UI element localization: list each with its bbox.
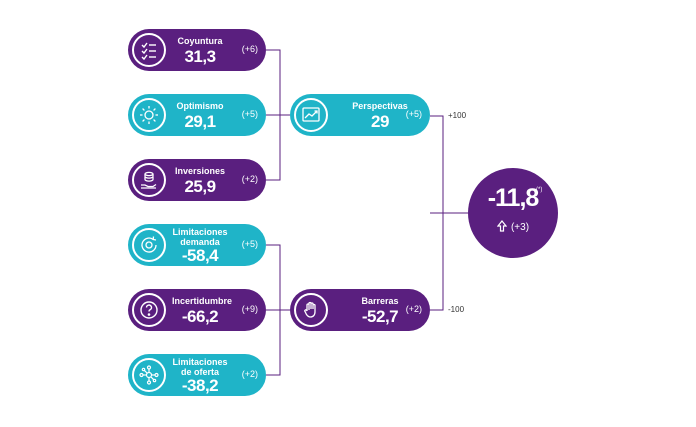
indicator-value: -38,2 — [181, 376, 219, 395]
indicator-title: Incertidumbre — [172, 296, 233, 306]
network-icon — [132, 358, 166, 392]
indicator-title: Limitaciones de oferta — [172, 357, 228, 377]
coins-hand-icon — [132, 163, 166, 197]
indicator-limitaciones-demanda: Limitaciones demanda -58,4 (+5) — [128, 224, 266, 266]
trend-up-icon — [294, 98, 328, 132]
total-delta: (+3) — [510, 222, 530, 233]
indicator-delta: (+6) — [241, 44, 258, 54]
total-delta-row: (+3) — [468, 220, 558, 233]
indicator-title: Limitaciones demanda — [172, 227, 228, 247]
indicator-title: Optimismo — [176, 101, 224, 111]
group-title: Barreras — [361, 296, 399, 306]
scale-top-label: +100 — [448, 111, 467, 120]
demand-cycle-icon — [132, 228, 166, 262]
group-delta: (+2) — [405, 304, 422, 314]
indicator-limitaciones-oferta: Limitaciones de oferta -38,2 (+2) — [128, 354, 266, 396]
indicator-delta: (+5) — [241, 109, 258, 119]
group-barreras: Barreras -52,7 (+2) — [290, 289, 430, 331]
indicator-delta: (+9) — [241, 304, 258, 314]
indicator-value: -66,2 — [181, 307, 219, 326]
total-value: -11,8 — [487, 184, 540, 212]
indicator-incertidumbre: Incertidumbre -66,2 (+9) — [128, 289, 266, 331]
checklist-icon — [132, 33, 166, 67]
total-note: (*) — [536, 187, 543, 193]
indicator-delta: (+2) — [241, 174, 258, 184]
group-value: 29 — [371, 112, 389, 131]
indicator-title: Coyuntura — [177, 36, 223, 46]
indicator-value: 29,1 — [184, 112, 216, 131]
group-delta: (+5) — [405, 109, 422, 119]
sun-icon — [132, 98, 166, 132]
indicator-value: -58,4 — [181, 246, 219, 265]
indicator-coyuntura: Coyuntura 31,3 (+6) — [128, 29, 266, 71]
hand-stop-icon — [294, 293, 328, 327]
indicator-value: 31,3 — [184, 47, 216, 66]
indicator-delta: (+5) — [241, 239, 258, 249]
indicator-title: Inversiones — [174, 166, 226, 176]
group-perspectivas: Perspectivas 29 (+5) — [290, 94, 430, 136]
scale-bottom-label: -100 — [448, 305, 465, 314]
question-icon — [132, 293, 166, 327]
group-value: -52,7 — [361, 307, 399, 326]
indicator-delta: (+2) — [241, 369, 258, 379]
indicator-value: 25,9 — [184, 177, 216, 196]
group-title: Perspectivas — [352, 101, 408, 111]
indicator-optimismo: Optimismo 29,1 (+5) — [128, 94, 266, 136]
arrow-up-icon — [496, 220, 508, 232]
total-indicator: -11,8 (*) (+3) — [468, 168, 558, 258]
indicator-inversiones: Inversiones 25,9 (+2) — [128, 159, 266, 201]
